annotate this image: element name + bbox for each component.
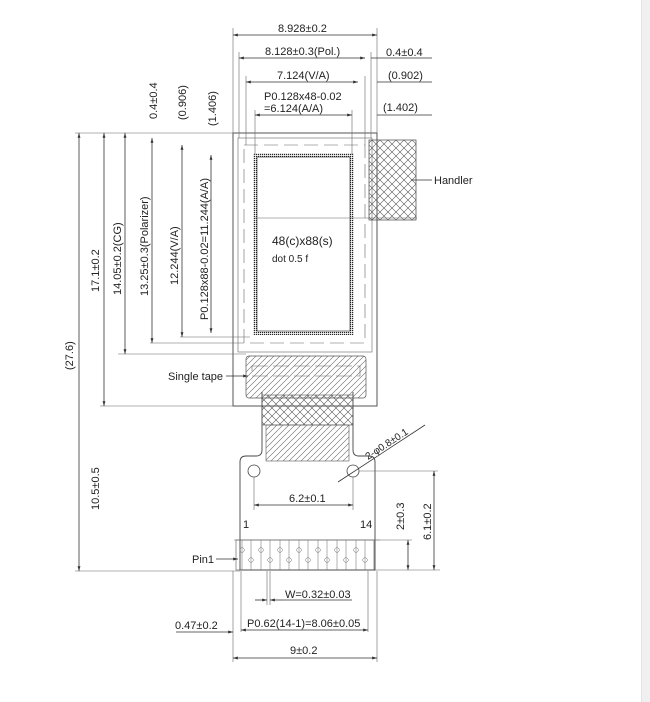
pixel-note-label: dot 0.5 f — [272, 254, 308, 265]
top-offset-1-dim: 0.4±0.4 — [148, 82, 160, 119]
active-area-width-dim-line2: =6.124(A/A) — [264, 103, 323, 115]
pin-last-label: 14 — [360, 519, 372, 531]
scrollbar[interactable] — [641, 0, 650, 702]
glass-height-dim: 17.1±0.2 — [90, 249, 102, 292]
va-offset-dim: (0.902) — [388, 70, 423, 82]
pin-pads: 1 14 Pin1 — [192, 519, 380, 571]
aa-offset-dim: (1.402) — [383, 102, 418, 114]
handler: Handler — [368, 139, 473, 221]
active-area-width-dim-line1: P0.128x48-0.02 — [264, 91, 342, 103]
hole-spacing-dim: 6.2±0.1 — [289, 493, 326, 505]
pin-pitch-dim: P0.62(14-1)=8.06±0.05 — [247, 618, 360, 630]
left-dimensions: (27.6) 17.1±0.2 14.05±0.2(CG) 13.25±0.3(… — [64, 82, 250, 572]
hole-to-edge-dim: 6.1±0.2 — [422, 503, 434, 540]
single-tape: Single tape — [168, 355, 367, 399]
overall-width-dim: 8.928±0.2 — [278, 23, 327, 35]
pin1-label: Pin1 — [192, 554, 214, 566]
cover-glass-height-dim: 14.05±0.2(CG) — [112, 222, 124, 295]
pin-width-dim: W=0.32±0.03 — [285, 589, 351, 601]
pad-to-hole-dim: 2±0.3 — [395, 503, 407, 530]
hole-diameter-dim: 2-φ0.8±0.1 — [364, 427, 411, 463]
polarizer-width-dim: 8.128±0.3(Pol.) — [265, 46, 340, 58]
fpc-width-dim: 9±0.2 — [290, 645, 317, 657]
active-area-height-dim: P0.128x88-0.02=11.244(A/A) — [199, 178, 211, 320]
pin-margin-dim: 0.47±0.2 — [175, 620, 218, 632]
top-dimensions: 8.928±0.2 8.128±0.3(Pol.) 0.4±0.4 7.124(… — [232, 23, 432, 155]
top-offset-2-dim: (0.906) — [177, 85, 189, 120]
single-tape-label: Single tape — [168, 371, 223, 383]
viewing-area-height-dim: 12.244(V/A) — [169, 226, 181, 285]
fpc-height-dim: 10.5±0.5 — [90, 467, 102, 510]
glass-panel: 48(c)x88(s) dot 0.5 f — [232, 132, 417, 407]
mounting-hole-left — [247, 464, 261, 478]
polarizer-height-dim: 13.25±0.3(Polarizer) — [139, 196, 151, 296]
polarizer-offset-dim: 0.4±0.4 — [386, 47, 423, 59]
fpc-tail — [239, 392, 376, 571]
pin-first-label: 1 — [243, 519, 249, 531]
viewing-area-width-dim: 7.124(V/A) — [277, 70, 330, 82]
total-height-dim: (27.6) — [64, 341, 76, 370]
top-offset-3-dim: (1.406) — [207, 91, 219, 126]
resolution-label: 48(c)x88(s) — [272, 234, 333, 248]
handler-label: Handler — [434, 175, 473, 187]
